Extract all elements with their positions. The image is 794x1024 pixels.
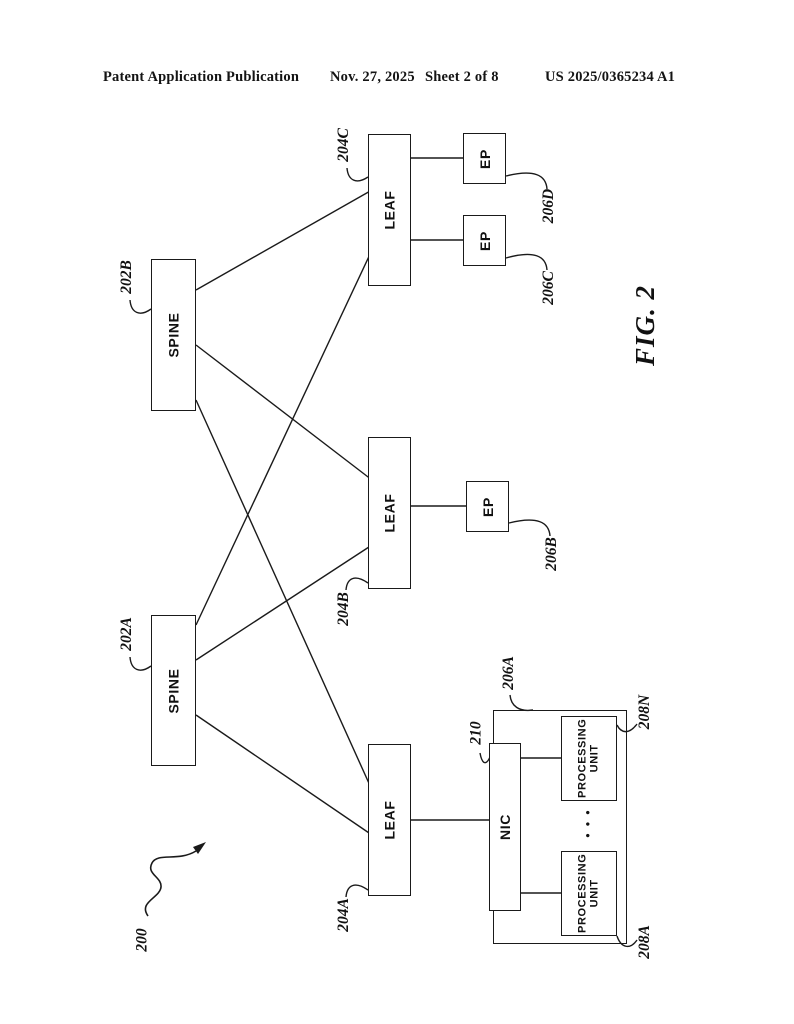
- ep-d-label: EP: [476, 148, 493, 169]
- leaf-c-node: LEAF: [368, 134, 411, 286]
- spine-b-node: SPINE: [151, 259, 196, 411]
- leader-204c: [346, 167, 369, 182]
- leader-hooks: [129, 167, 638, 947]
- ep-b-label: EP: [479, 496, 496, 517]
- leaf-c-label: LEAF: [381, 190, 398, 230]
- nic-label: NIC: [496, 814, 513, 840]
- pu-a-label-line2: UNIT: [589, 879, 602, 908]
- ref-204c-text: 204C: [335, 128, 352, 162]
- ref-204a-text: 204A: [335, 898, 352, 932]
- link-spineb-leafc: [195, 189, 373, 291]
- ellipsis-text: • • •: [581, 808, 595, 838]
- leader-204a: [345, 884, 369, 898]
- link-spinea-leafa: [195, 714, 373, 836]
- leader-202a: [129, 656, 152, 671]
- ep-d-node: EP: [463, 133, 506, 184]
- ep-b-node: EP: [466, 481, 509, 532]
- ep-c-node: EP: [463, 215, 506, 266]
- link-spineb-leafb: [195, 344, 373, 481]
- spine-b-label: SPINE: [165, 312, 182, 358]
- ref-202b-text: 202B: [118, 260, 135, 294]
- figure-caption-text: FIG. 2: [629, 284, 660, 366]
- ref-206b-text: 206B: [543, 537, 560, 571]
- processing-unit-a-node: PROCESSING UNIT: [561, 851, 617, 936]
- leader-206a: [509, 694, 534, 712]
- system-reference-arrow: [144, 842, 206, 917]
- leader-208a: [616, 935, 638, 947]
- pu-n-label-line1: PROCESSING: [576, 718, 589, 799]
- link-spineb-leafa: [195, 399, 373, 791]
- leader-206c: [505, 253, 548, 271]
- link-spinea-leafb: [195, 544, 373, 661]
- leaf-a-label: LEAF: [381, 800, 398, 840]
- arrow-200-squiggle: [144, 850, 197, 917]
- ref-200-text: 200: [134, 928, 151, 952]
- arrow-200-head: [193, 842, 206, 854]
- ref-204b-text: 204B: [335, 592, 352, 626]
- ep-c-label: EP: [476, 230, 493, 251]
- nic-node: NIC: [489, 743, 521, 911]
- pu-n-label-line2: UNIT: [589, 744, 602, 773]
- processing-unit-n-label: PROCESSING UNIT: [577, 719, 602, 798]
- leaf-b-node: LEAF: [368, 437, 411, 589]
- leader-202b: [129, 299, 152, 314]
- spine-a-node: SPINE: [151, 615, 196, 766]
- processing-unit-a-label: PROCESSING UNIT: [577, 854, 602, 933]
- leader-208n: [616, 723, 638, 733]
- ref-206c-text: 206C: [540, 271, 557, 305]
- ref-210-text: 210: [468, 721, 485, 745]
- ref-208n-text: 208N: [636, 694, 654, 730]
- leader-204b: [345, 577, 369, 591]
- header-doc-number: US 2025/0365234 A1: [545, 69, 676, 85]
- header-date: Nov. 27, 2025: [330, 69, 415, 85]
- leader-206b: [508, 519, 551, 537]
- header-publication: Patent Application Publication: [103, 69, 300, 85]
- ref-208a-text: 208A: [636, 925, 653, 959]
- leaf-b-label: LEAF: [381, 493, 398, 533]
- ref-206d-text: 206D: [540, 188, 558, 224]
- header-sheet: Sheet 2 of 8: [425, 69, 499, 85]
- leader-210: [479, 752, 491, 764]
- leader-206d: [505, 172, 548, 190]
- pu-a-label-line1: PROCESSING: [576, 853, 589, 934]
- link-spinea-leafc: [195, 249, 373, 626]
- ref-206a-text: 206A: [500, 656, 517, 690]
- leaf-a-node: LEAF: [368, 744, 411, 896]
- fabric-links: [195, 157, 563, 894]
- processing-unit-n-node: PROCESSING UNIT: [561, 716, 617, 801]
- spine-a-label: SPINE: [165, 667, 182, 714]
- ref-202a-text: 202A: [118, 617, 135, 651]
